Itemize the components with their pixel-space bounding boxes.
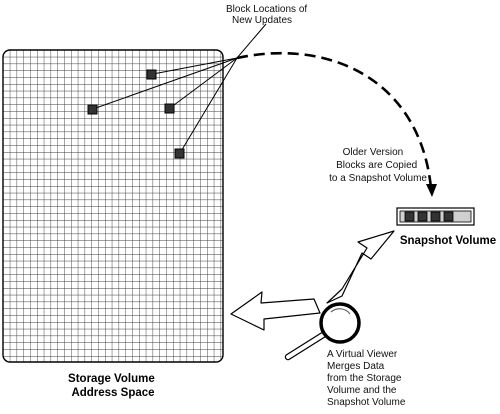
leader-line xyxy=(179,57,238,154)
label-pointer-line xyxy=(236,23,267,59)
snapshot-block xyxy=(417,211,428,222)
older-version-line: to a Snapshot Volume xyxy=(329,173,427,184)
leader-line xyxy=(169,57,238,109)
block-locations-label: Block Locations of New Updates xyxy=(226,4,310,26)
copy-arc-arrowhead xyxy=(426,184,437,197)
updated-blocks xyxy=(87,69,185,159)
snapshot-volume-label: Snapshot Volume xyxy=(400,235,496,247)
leader-line xyxy=(152,57,238,75)
hollow-arrow-to-storage xyxy=(230,291,321,331)
leader-lines xyxy=(92,23,267,154)
storage-volume-outline xyxy=(2,49,224,363)
virtual-viewer-label: A Virtual Viewer Merges Data from the St… xyxy=(327,349,406,408)
older-version-label: Older Version Blocks are Copied to a Sna… xyxy=(329,147,427,184)
updated-block xyxy=(146,69,157,80)
block-locations-line: Block Locations of xyxy=(226,4,307,15)
updated-block xyxy=(174,148,185,159)
storage-volume-label: Storage Volume Address Space xyxy=(68,373,158,399)
snapshot-block xyxy=(404,211,415,222)
older-version-line: Older Version xyxy=(343,147,404,158)
virtual-viewer-line: from the Storage xyxy=(327,373,402,384)
snapshot-volume-device xyxy=(396,207,475,226)
older-version-line: Blocks are Copied xyxy=(336,160,417,171)
virtual-viewer-line: Merges Data xyxy=(327,361,385,372)
virtual-viewer-line: Volume and the xyxy=(327,385,397,396)
snapshot-block xyxy=(443,211,454,222)
virtual-viewer-line: A Virtual Viewer xyxy=(327,349,398,360)
storage-volume-grid xyxy=(2,49,224,363)
copy-arc-dashed xyxy=(236,51,433,189)
storage-volume-line: Address Space xyxy=(71,387,154,399)
leader-line xyxy=(92,57,238,110)
magnifier-icon xyxy=(284,302,361,361)
snapshot-block xyxy=(430,211,441,222)
updated-block xyxy=(164,103,175,114)
virtual-viewer-line: Snapshot Volume xyxy=(327,397,406,408)
block-locations-line: New Updates xyxy=(232,15,292,26)
hollow-arrow-to-snapshot xyxy=(326,230,395,304)
storage-volume-line: Storage Volume xyxy=(68,373,155,385)
updated-block xyxy=(87,104,98,115)
